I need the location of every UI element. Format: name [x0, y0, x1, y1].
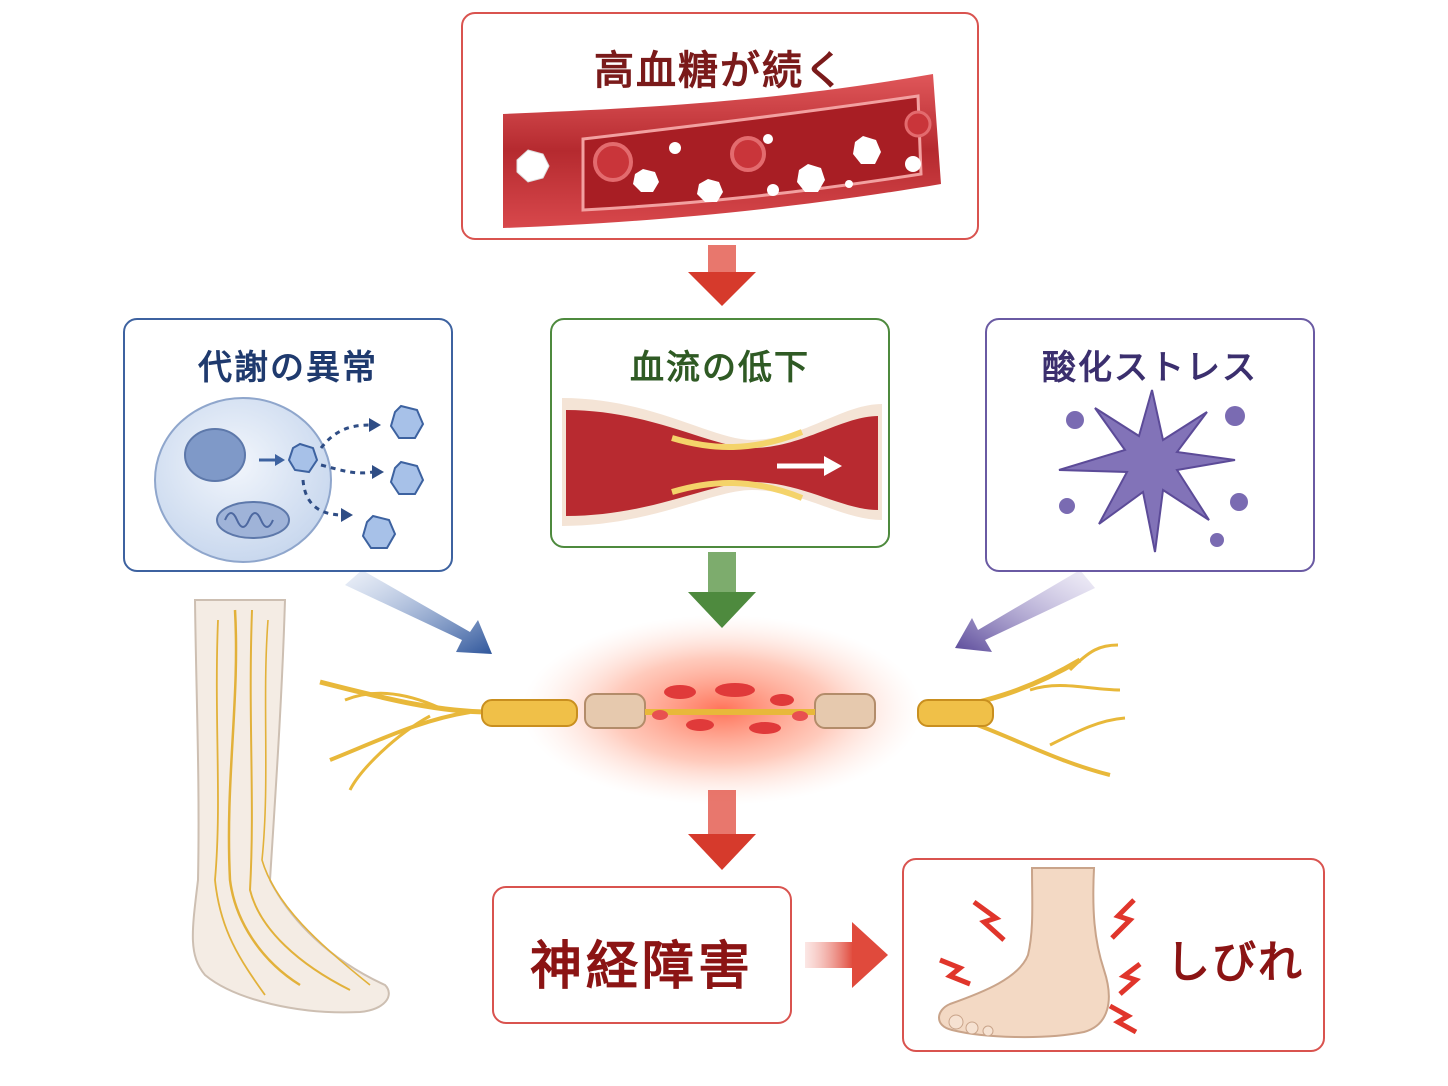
- metabolic-abnormality-title: 代謝の異常: [198, 348, 378, 388]
- arrow-nerve-to-neuropathy: [688, 790, 756, 870]
- leg-nerves-icon: [191, 599, 390, 1014]
- foot-pain-icon: [938, 867, 1142, 1039]
- arrow-bloodflow-to-nerve: [688, 552, 756, 628]
- arrow-top-to-bloodflow: [688, 245, 756, 306]
- cell-icon: [154, 397, 425, 563]
- oxidative-burst-icon: [1058, 389, 1248, 553]
- high-blood-sugar-box: 高血糖が続く: [461, 12, 979, 240]
- arrow-metabolism-to-nerve: [345, 570, 492, 654]
- arrow-oxidative-to-nerve: [955, 570, 1095, 652]
- numbness-box: しびれ: [902, 858, 1325, 1052]
- arrow-neuropathy-to-numbness: [805, 922, 888, 988]
- blood-vessel-glucose-icon: [503, 74, 941, 228]
- reduced-blood-flow-title: 血流の低下: [630, 348, 810, 388]
- neuropathy-title: 神経障害: [529, 937, 754, 997]
- oxidative-stress-box: 酸化ストレス: [985, 318, 1315, 572]
- oxidative-stress-title: 酸化ストレス: [1042, 348, 1258, 388]
- neuropathy-box: 神経障害: [492, 886, 792, 1024]
- damaged-nerve-icon: [319, 643, 1126, 791]
- metabolic-abnormality-box: 代謝の異常: [123, 318, 453, 572]
- narrowed-artery-icon: [562, 398, 882, 526]
- reduced-blood-flow-box: 血流の低下: [550, 318, 890, 548]
- high-blood-sugar-title: 高血糖が続く: [594, 48, 846, 94]
- numbness-title: しびれ: [1166, 937, 1304, 988]
